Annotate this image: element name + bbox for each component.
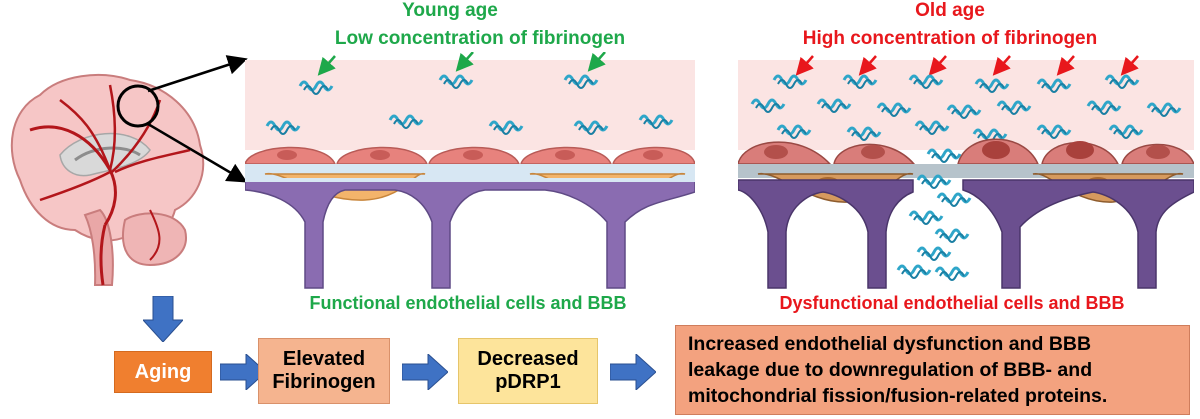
decreased-line1: Decreased <box>477 348 579 370</box>
old-title: Old age <box>915 0 985 21</box>
fibrinogen-molecule-icon <box>936 192 972 208</box>
young-caption: Functional endothelial cells and BBB <box>309 293 627 313</box>
decreased-line2: pDRP1 <box>495 371 561 393</box>
brain-illustration-icon <box>10 74 205 286</box>
zoom-lines <box>147 55 248 183</box>
young-title: Young age <box>402 0 498 21</box>
outcome-line2: leakage due to downregulation of BBB- an… <box>688 359 1093 381</box>
old-bbb-illustration <box>738 55 1194 289</box>
blue-right-arrow-icon <box>610 354 656 390</box>
old-subtitle: High concentration of fibrinogen <box>802 28 1098 49</box>
aging-box: Aging <box>114 351 212 393</box>
elevated-fibrinogen-box: Elevated Fibrinogen <box>258 338 390 404</box>
fibrinogen-molecule-icon <box>908 210 944 226</box>
fibrinogen-molecule-icon <box>934 228 970 244</box>
decreased-pdrp1-box: Decreased pDRP1 <box>458 338 598 404</box>
young-subtitle: Low concentration of fibrinogen <box>334 28 626 49</box>
elevated-line2: Fibrinogen <box>272 371 376 393</box>
fibrinogen-molecule-icon <box>926 148 962 164</box>
blue-right-arrow-icon <box>220 354 266 390</box>
old-caption: Dysfunctional endothelial cells and BBB <box>779 293 1125 313</box>
outcome-line1: Increased endothelial dysfunction and BB… <box>688 333 1092 355</box>
fibrinogen-molecule-icon <box>916 246 952 262</box>
down-arrow-icon <box>143 296 183 342</box>
outcome-line3: mitochondrial fission/fusion-related pro… <box>688 385 1108 407</box>
fibrinogen-molecule-icon <box>896 264 932 280</box>
fibrinogen-molecule-icon <box>934 266 970 282</box>
young-bbb-illustration <box>245 52 695 289</box>
blue-right-arrow-icon <box>402 354 448 390</box>
outcome-box: Increased endothelial dysfunction and BB… <box>675 325 1190 415</box>
elevated-line1: Elevated <box>282 348 366 370</box>
aging-label: Aging <box>134 360 192 383</box>
